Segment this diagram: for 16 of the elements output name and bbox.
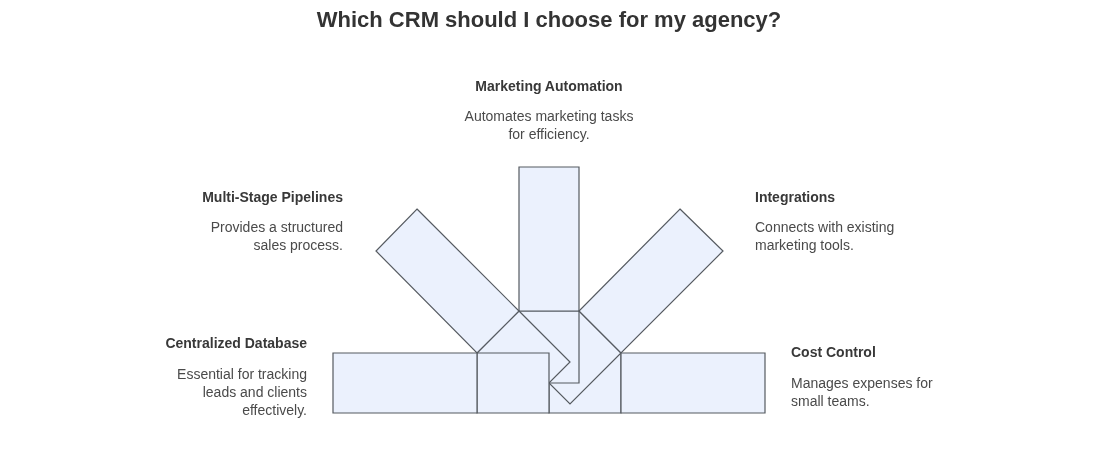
item-description: Essential for tracking leads and clients effectively. [176,365,307,419]
item-heading: Integrations [755,188,836,206]
strip-bar [578,208,724,354]
item-description: Automates marketing tasks for efficiency. [463,107,635,143]
item-description: Connects with existing marketing tools. [755,218,896,254]
item-heading: Multi-Stage Pipelines [202,188,343,206]
item-description: Provides a structured sales process. [209,218,343,254]
strip-bar [620,352,766,414]
item-heading: Centralized Database [165,334,307,352]
strip-bar [332,352,478,414]
item-heading: Cost Control [791,343,876,361]
item-description: Manages expenses for small teams. [791,374,934,410]
strip-bar [375,208,520,354]
strip-bar [518,166,580,312]
diagram-title: Which CRM should I choose for my agency? [316,7,782,33]
item-heading: Marketing Automation [475,77,623,95]
